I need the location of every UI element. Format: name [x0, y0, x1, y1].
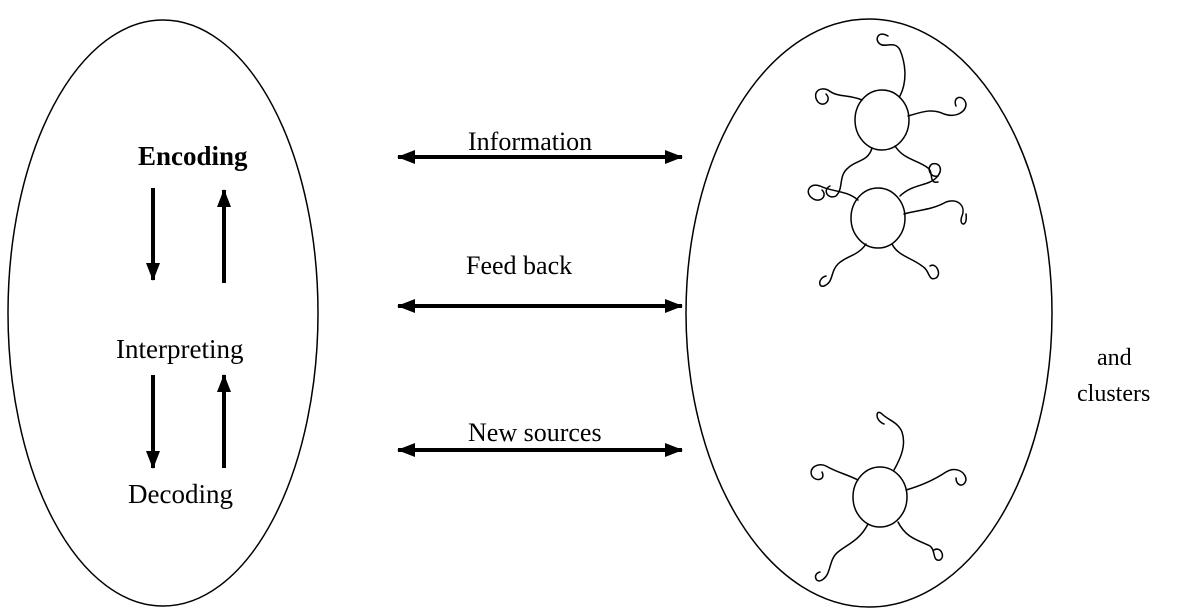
new-sources-label: New sources — [468, 418, 602, 447]
feedback-label: Feed back — [466, 251, 573, 280]
cluster-2-node — [850, 187, 906, 249]
caption-and: and — [1097, 345, 1132, 371]
information-label: Information — [468, 127, 593, 156]
caption-clusters: clusters — [1077, 381, 1151, 407]
cluster-3 — [810, 411, 967, 582]
cluster-3-node — [852, 466, 908, 528]
interpreting-label: Interpreting — [116, 334, 244, 364]
decoding-label: Decoding — [128, 479, 233, 509]
cluster-1 — [814, 33, 967, 198]
encoding-label: Encoding — [138, 141, 248, 171]
cluster-2 — [807, 162, 967, 287]
left-oval — [7, 19, 319, 607]
cluster-1-node — [854, 89, 910, 151]
right-oval — [685, 18, 1053, 608]
